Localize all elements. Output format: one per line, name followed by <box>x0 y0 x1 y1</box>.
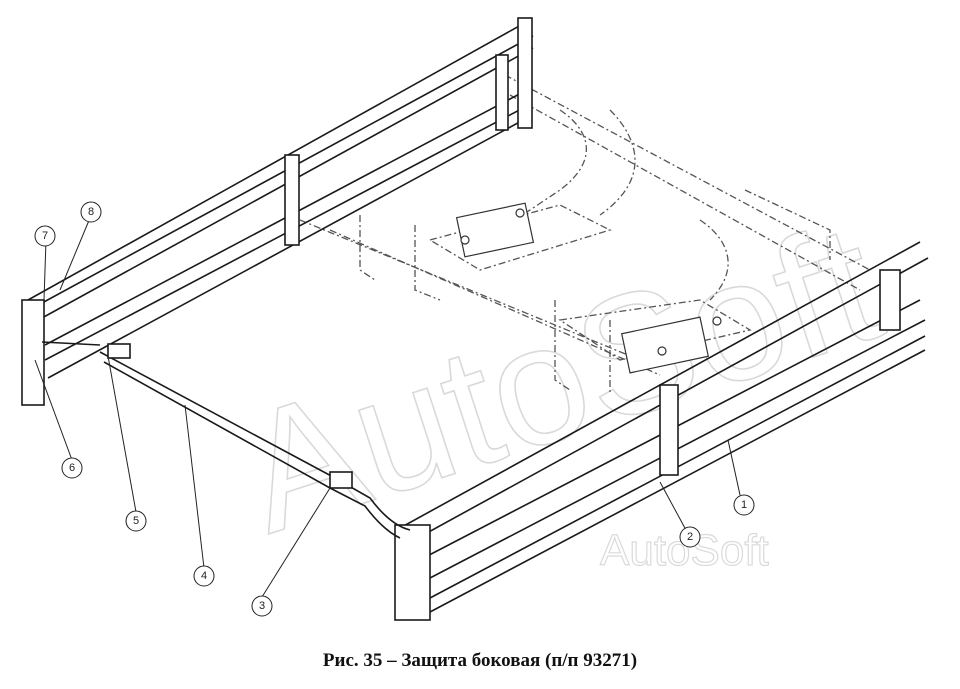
figure-caption: Рис. 35 – Защита боковая (п/п 93271) <box>322 650 638 671</box>
callout-label-6: 6 <box>69 462 75 474</box>
chassis-frame <box>299 74 871 395</box>
leader-lines <box>34 217 741 598</box>
callout-6: 6 <box>61 457 83 479</box>
callout-label-2: 2 <box>687 531 693 543</box>
callout-2: 2 <box>679 526 701 548</box>
mounting-brackets <box>455 202 722 374</box>
callout-label-7: 7 <box>42 230 48 242</box>
callout-8: 8 <box>80 201 102 223</box>
watermark-large: AutoSoft <box>221 187 900 569</box>
callout-label-3: 3 <box>259 600 265 612</box>
lower-strut <box>41 341 411 539</box>
callout-7: 7 <box>34 225 56 247</box>
callout-label-5: 5 <box>133 515 139 527</box>
callout-label-1: 1 <box>741 499 747 511</box>
callout-label-8: 8 <box>88 206 94 218</box>
callout-1: 1 <box>733 494 755 516</box>
callout-label-4: 4 <box>201 570 207 582</box>
callout-5: 5 <box>125 510 147 532</box>
callout-3: 3 <box>251 595 273 617</box>
left-side-guard <box>21 17 534 406</box>
callout-4: 4 <box>193 565 215 587</box>
right-side-guard <box>394 241 929 621</box>
